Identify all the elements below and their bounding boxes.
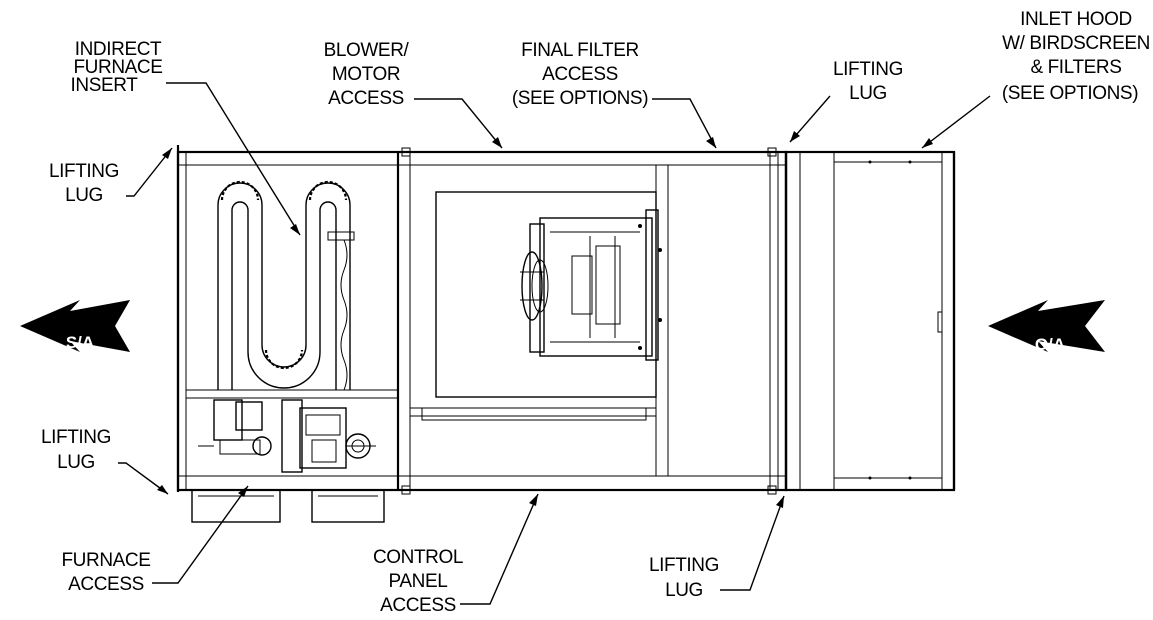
label-line: LUG (65, 185, 103, 206)
outside-air-label: O/A (1035, 335, 1065, 354)
label-line: FINAL FILTER (521, 40, 639, 61)
furnace-access-boxes (191, 489, 385, 523)
label-line: INSERT (71, 75, 139, 96)
label-line: LIFTING (833, 59, 903, 80)
label-inlet-hood: INLET HOOD W/ BIRDSCREEN & FILTERS (SEE … (1002, 9, 1150, 104)
label-line: (SEE OPTIONS) (512, 88, 648, 109)
label-line: LUG (849, 83, 887, 104)
furnace-heat-exchanger (217, 180, 355, 391)
label-line: INDIRECT (75, 39, 162, 60)
burner-gas-train (198, 399, 376, 473)
label-line: LUG (665, 580, 703, 601)
label-lifting-lug-bottom-left: LIFTING LUG (41, 427, 111, 473)
label-line: (SEE OPTIONS) (1002, 83, 1138, 104)
blower-assembly (435, 191, 662, 398)
label-line: MOTOR (332, 64, 400, 85)
label-line: LIFTING (41, 427, 111, 448)
label-lifting-lug-bottom-right: LIFTING LUG (649, 555, 719, 601)
label-furnace-access: FURNACE ACCESS (61, 550, 150, 595)
supply-air-arrow: S/A (20, 300, 130, 352)
label-line: INLET HOOD (1020, 9, 1132, 30)
label-line: LUG (57, 452, 95, 473)
label-control-panel-access: CONTROL PANEL ACCESS (373, 547, 464, 616)
leader-lines (118, 82, 991, 605)
label-line: ACCESS (380, 595, 456, 616)
label-indirect-furnace-insert: INDIRECT FURNACE INSERT (71, 39, 163, 96)
label-line: ACCESS (328, 88, 404, 109)
label-blower-motor-access: BLOWER/ MOTOR ACCESS (324, 40, 410, 109)
label-line: & FILTERS (1030, 57, 1121, 78)
label-lifting-lug-top-right: LIFTING LUG (833, 59, 903, 104)
inlet-hood (784, 150, 956, 492)
label-line: ACCESS (542, 64, 618, 85)
label-line: LIFTING (649, 555, 719, 576)
label-final-filter-access: FINAL FILTER ACCESS (SEE OPTIONS) (512, 40, 649, 109)
label-line: W/ BIRDSCREEN (1002, 33, 1150, 54)
label-line: FURNACE (61, 550, 150, 571)
label-line: FURNACE (73, 57, 162, 78)
label-line: ACCESS (68, 574, 144, 595)
label-line: PANEL (389, 571, 448, 592)
label-line: LIFTING (49, 161, 119, 182)
supply-air-label: S/A (66, 333, 94, 352)
label-line: BLOWER/ (324, 40, 410, 61)
outside-air-arrow: O/A (988, 300, 1105, 354)
label-line: CONTROL (373, 547, 463, 568)
label-lifting-lug-top-left: LIFTING LUG (49, 161, 119, 206)
